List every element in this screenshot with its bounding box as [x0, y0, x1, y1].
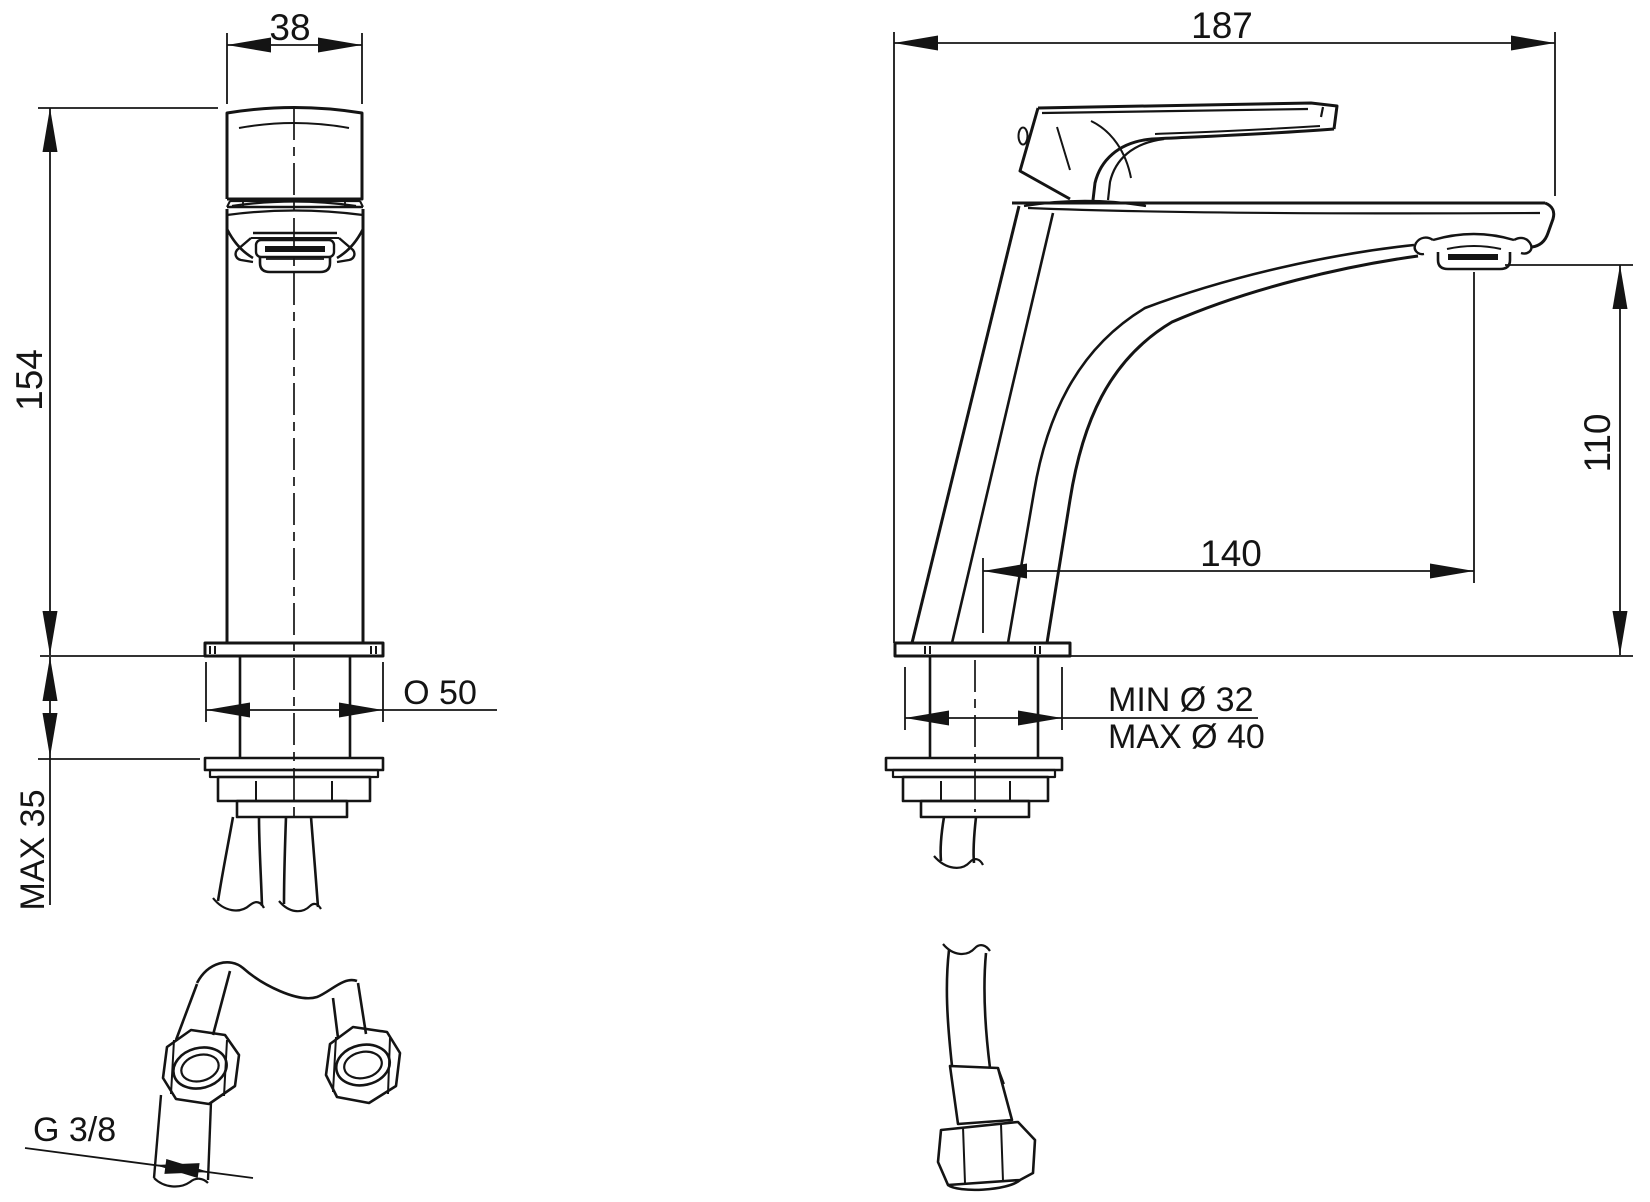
dim-spout-reach: 140: [982, 272, 1475, 633]
handle-width-label: 38: [269, 7, 310, 48]
front-hose-detail: [152, 961, 402, 1188]
deck-thickness-label: MAX 35: [14, 790, 52, 911]
side-view: 187 140 110 MIN Ø 32 MAX Ø 40: [884, 5, 1633, 1192]
front-base-plate: [40, 641, 385, 658]
hole-min-label: MIN Ø 32: [1108, 681, 1253, 719]
side-base-plate: [893, 641, 1633, 658]
spout-reach-label: 140: [1200, 533, 1262, 574]
front-handle: [225, 106, 364, 201]
front-handle-collar: [226, 199, 364, 209]
dim-spout-height: 110: [1505, 264, 1633, 655]
dim-height: 154: [9, 107, 218, 655]
front-mounting-hardware: [203, 656, 385, 819]
dim-total-length: 187: [893, 5, 1556, 643]
dim-base-diameter: O 50: [205, 662, 497, 722]
front-aerator: [234, 231, 356, 274]
total-length-label: 187: [1191, 5, 1253, 46]
side-aerator: [1413, 232, 1533, 271]
front-body: [225, 209, 365, 643]
dim-deck-thickness: MAX 35: [14, 657, 200, 910]
hose-nut-left: [161, 1028, 241, 1106]
hose-nut-right: [324, 1025, 402, 1105]
side-spout-body: [910, 201, 1556, 644]
front-supply-hoses: [212, 816, 322, 913]
hole-max-label: MAX Ø 40: [1108, 718, 1265, 756]
spout-height-label: 110: [1577, 414, 1618, 473]
height-label: 154: [9, 349, 50, 411]
front-aerator-slot: [265, 246, 325, 252]
dim-mounting-hole: MIN Ø 32 MAX Ø 40: [904, 667, 1265, 756]
side-aerator-slot: [1448, 254, 1498, 260]
dim-handle-width: 38: [226, 7, 363, 104]
front-view: 38 154 MAX 35 O 50: [9, 7, 497, 1188]
base-diameter-label: O 50: [403, 674, 477, 712]
dim-hose-thread: G 3/8: [24, 1111, 254, 1179]
side-hose-detail: [936, 943, 1037, 1192]
side-mounting-hardware: [884, 656, 1064, 869]
hose-thread-label: G 3/8: [33, 1111, 116, 1149]
side-lever-handle: [1017, 101, 1339, 208]
